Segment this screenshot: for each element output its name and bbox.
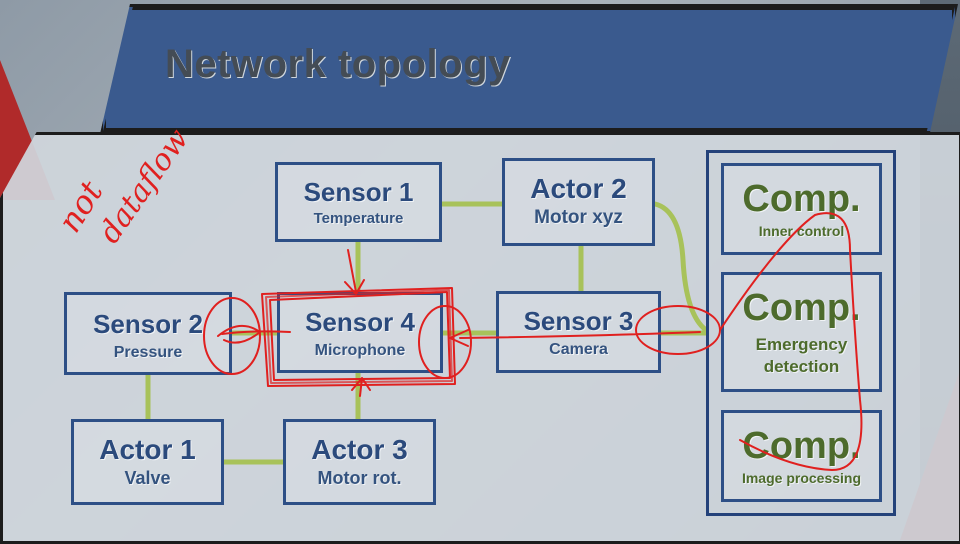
node-title: Actor 3	[311, 434, 408, 465]
node-subtitle: Valve	[124, 468, 171, 488]
node-comp-emergency-detection[interactable]: Comp. Emergency detection	[721, 272, 882, 392]
ink-note-dataflow: dataflow	[92, 122, 196, 249]
ink-circle	[418, 305, 472, 379]
node-subtitle: Emergency detection	[755, 335, 848, 376]
ink-circle	[635, 305, 721, 355]
compute-group	[706, 150, 896, 516]
node-subtitle: Camera	[549, 341, 608, 358]
node-title: Actor 1	[99, 434, 196, 465]
ink-box-sensor4	[261, 287, 456, 387]
node-title: Comp.	[742, 425, 861, 467]
ink-box-sensor4	[265, 289, 453, 384]
ink-arrow	[344, 249, 365, 295]
ink-arrow	[351, 377, 371, 397]
node-actor-3[interactable]: Actor 3 Motor rot.	[283, 419, 436, 505]
node-actor-1[interactable]: Actor 1 Valve	[71, 419, 224, 505]
ink-box-sensor4	[269, 291, 451, 381]
slide-title: Network topology	[165, 42, 511, 86]
node-title: Comp.	[742, 178, 861, 220]
node-title: Sensor 4	[305, 307, 415, 337]
node-title: Sensor 3	[523, 306, 634, 336]
ink-scribble	[217, 325, 261, 344]
node-sensor-4[interactable]: Sensor 4 Microphone	[277, 292, 443, 373]
node-sensor-3[interactable]: Sensor 3 Camera	[496, 291, 661, 373]
node-title: Comp.	[742, 287, 861, 329]
node-subtitle: Temperature	[313, 210, 404, 227]
ink-flow-line	[221, 330, 291, 335]
node-subtitle: Pressure	[113, 344, 183, 361]
node-actor-2[interactable]: Actor 2 Motor xyz	[502, 158, 655, 246]
ink-loop	[719, 212, 863, 471]
ink-circle	[203, 297, 261, 375]
node-comp-inner-control[interactable]: Comp. Inner control	[721, 163, 882, 255]
node-title: Actor 2	[530, 173, 627, 204]
node-subtitle: Image processing	[741, 470, 862, 486]
link-actor2-comp-group	[652, 201, 709, 333]
ink-flow-line	[449, 329, 701, 347]
node-subtitle: Motor xyz	[534, 207, 623, 228]
node-subtitle: Inner control	[758, 223, 845, 239]
node-sensor-1[interactable]: Sensor 1 Temperature	[275, 162, 442, 242]
node-title: Sensor 1	[303, 177, 414, 207]
node-subtitle: Motor rot.	[317, 468, 402, 488]
node-subtitle: Microphone	[314, 342, 406, 359]
node-title: Sensor 2	[93, 309, 203, 339]
